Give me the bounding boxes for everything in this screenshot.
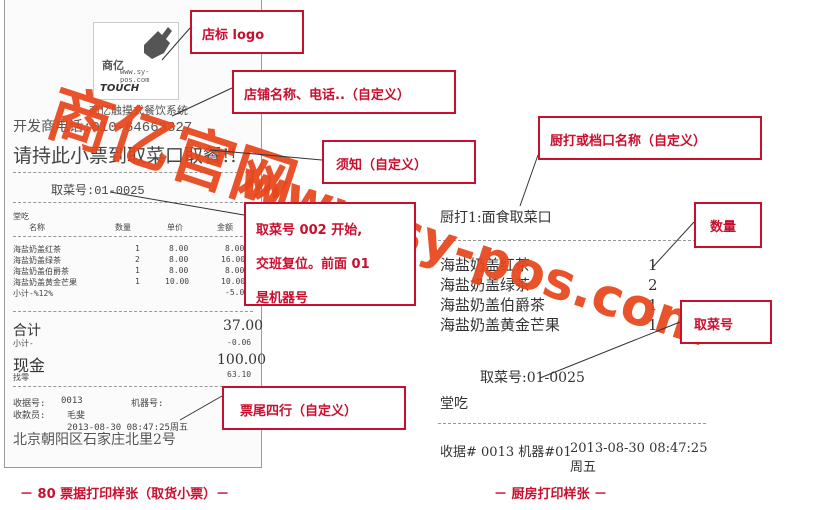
annotation-kitchen-name: 厨打或档口名称（自定义） <box>538 116 762 160</box>
item-price: 10.00 <box>165 277 190 286</box>
logo-brand-text: 商亿 <box>102 60 124 72</box>
kitchen-qty-list: 1 2 1 1 <box>648 255 658 335</box>
item-amount: 8.00 <box>225 244 245 253</box>
item-qty: 1 <box>648 296 658 314</box>
list-item: 海盐奶盖红茶 <box>440 256 531 274</box>
item-qty: 1 <box>135 244 140 253</box>
divider <box>13 386 253 387</box>
item-qty: 1 <box>648 256 658 274</box>
annotation-kitchen-ticket-number: 取菜号 <box>680 300 772 344</box>
change-label: 找零 <box>13 373 29 382</box>
kitchen-ticket-number: 取菜号:01-0025 <box>480 370 585 386</box>
annotation-ticket-number: 取菜号 002 开始, 交班复位。前面 01 是机器号 <box>244 202 416 306</box>
shop-address: 北京朝阳区石家庄北里2号 <box>13 432 176 448</box>
cashier-label: 收款员: <box>13 411 46 421</box>
table-row: 海盐奶盖红茶 1 8.00 8.00 <box>13 244 253 255</box>
list-item: 海盐奶盖黄金芒果 <box>440 316 561 334</box>
item-price: 8.00 <box>169 244 189 253</box>
caption-right: － 厨房打印样张 － <box>494 487 608 502</box>
annotation-text: 取菜号 002 开始, <box>256 223 363 238</box>
divider <box>438 240 706 241</box>
item-qty: 2 <box>135 255 140 264</box>
item-amount: 8.00 <box>225 266 245 275</box>
table-row: 小计-%12% -5.04 <box>13 288 253 299</box>
annotation-text: 取菜号 <box>694 318 734 333</box>
annotation-text: 是机器号 <box>256 291 309 306</box>
kitchen-dine-type: 堂吃 <box>440 396 468 412</box>
discount-label: 小计-%12% <box>13 289 54 298</box>
divider <box>13 172 253 173</box>
item-name: 海盐奶盖绿茶 <box>13 256 61 265</box>
discount-value: -5.04 <box>225 288 250 297</box>
receipt-notice: 请持此小票到取菜口取餐!! <box>13 145 238 167</box>
annotation-shop-info: 店铺名称、电话..（自定义） <box>232 70 456 114</box>
list-item: 海盐奶盖绿茶 <box>440 276 531 294</box>
item-name: 海盐奶盖红茶 <box>13 245 61 254</box>
item-price: 8.00 <box>169 266 189 275</box>
item-amount: 10.00 <box>221 277 246 286</box>
divider <box>13 236 253 237</box>
annotation-text: 店标 logo <box>202 28 265 43</box>
annotation-footer: 票尾四行（自定义） <box>222 386 406 430</box>
table-row: 海盐奶盖伯爵茶 1 8.00 8.00 <box>13 266 253 277</box>
divider <box>438 423 706 424</box>
receipt-no-label: 收据号: <box>13 399 46 409</box>
kitchen-footer: 收据# 0013 机器#01 <box>440 445 572 460</box>
logo-touch-text: TOUCH <box>100 83 140 94</box>
kitchen-header: 厨打1:面食取菜口 <box>440 210 552 226</box>
item-name: 海盐奶盖伯爵茶 <box>13 267 69 276</box>
cash-label: 现金 <box>13 356 46 375</box>
item-qty: 1 <box>135 277 140 286</box>
col-amount: 金额 <box>217 223 233 232</box>
col-qty: 数量 <box>115 223 131 232</box>
round-value: -0.06 <box>227 338 252 347</box>
receipt-no: 0013 <box>61 396 83 406</box>
list-item: 海盐奶盖伯爵茶 <box>440 296 546 314</box>
col-name: 名称 <box>29 223 45 232</box>
receipt-datetime: 2013-08-30 08:47:25周五 <box>67 423 188 433</box>
kitchen-datetime: 2013-08-30 08:47:25周五 <box>570 441 708 475</box>
shop-phone: 开发商电话:010-64663327 <box>13 120 193 136</box>
item-qty: 1 <box>648 316 658 334</box>
caption-left: － 80 票据打印样张（取货小票）－ <box>20 487 230 502</box>
item-qty: 1 <box>135 266 140 275</box>
annotation-logo: 店标 logo <box>190 10 304 54</box>
col-price: 单价 <box>167 223 183 232</box>
hand-pointer-icon <box>144 27 172 59</box>
ticket-number: 取菜号:01-0025 <box>51 184 145 198</box>
annotation-qty: 数量 <box>694 202 762 248</box>
logo-url-text: www.sy-pos.com <box>120 69 150 85</box>
item-price: 8.00 <box>169 255 189 264</box>
machine-label: 机器号: <box>131 399 164 409</box>
item-list: 海盐奶盖红茶 1 8.00 8.00 海盐奶盖绿茶 2 8.00 16.00 海… <box>13 244 253 299</box>
annotation-text: 厨打或档口名称（自定义） <box>550 134 707 149</box>
total-value: 37.00 <box>223 318 264 334</box>
annotation-text: 数量 <box>710 220 737 235</box>
change-value: 63.10 <box>227 370 252 379</box>
cash-value: 100.00 <box>217 352 266 368</box>
shop-name: 商亿触摸式餐饮系统 <box>89 104 188 117</box>
table-row: 海盐奶盖黄金芒果 1 10.00 10.00 <box>13 277 253 288</box>
annotation-text: 店铺名称、电话..（自定义） <box>244 88 410 103</box>
item-name: 海盐奶盖黄金芒果 <box>13 278 77 287</box>
cashier-name: 毛斐 <box>67 411 86 421</box>
total-label: 合计 <box>13 323 41 339</box>
round-label: 小计- <box>13 339 34 348</box>
divider <box>13 311 253 312</box>
annotation-notice: 须知（自定义） <box>322 140 476 184</box>
annotation-text: 须知（自定义） <box>336 158 428 173</box>
receipt-80mm: 商亿 www.sy-pos.com TOUCH 商亿触摸式餐饮系统 开发商电话:… <box>4 0 266 468</box>
shop-logo: 商亿 www.sy-pos.com TOUCH <box>93 22 179 100</box>
kitchen-receipt: 厨打1:面食取菜口 海盐奶盖红茶 海盐奶盖绿茶 海盐奶盖伯爵茶 海盐奶盖黄金芒果… <box>430 195 710 475</box>
annotation-text: 票尾四行（自定义） <box>240 404 358 419</box>
annotation-text: 交班复位。前面 01 <box>256 257 370 272</box>
table-row: 海盐奶盖绿茶 2 8.00 16.00 <box>13 255 253 266</box>
item-amount: 16.00 <box>221 255 246 264</box>
divider <box>13 202 253 203</box>
kitchen-item-list: 海盐奶盖红茶 海盐奶盖绿茶 海盐奶盖伯爵茶 海盐奶盖黄金芒果 <box>440 255 560 335</box>
dine-type: 堂吃 <box>13 212 29 221</box>
item-qty: 2 <box>648 276 658 294</box>
